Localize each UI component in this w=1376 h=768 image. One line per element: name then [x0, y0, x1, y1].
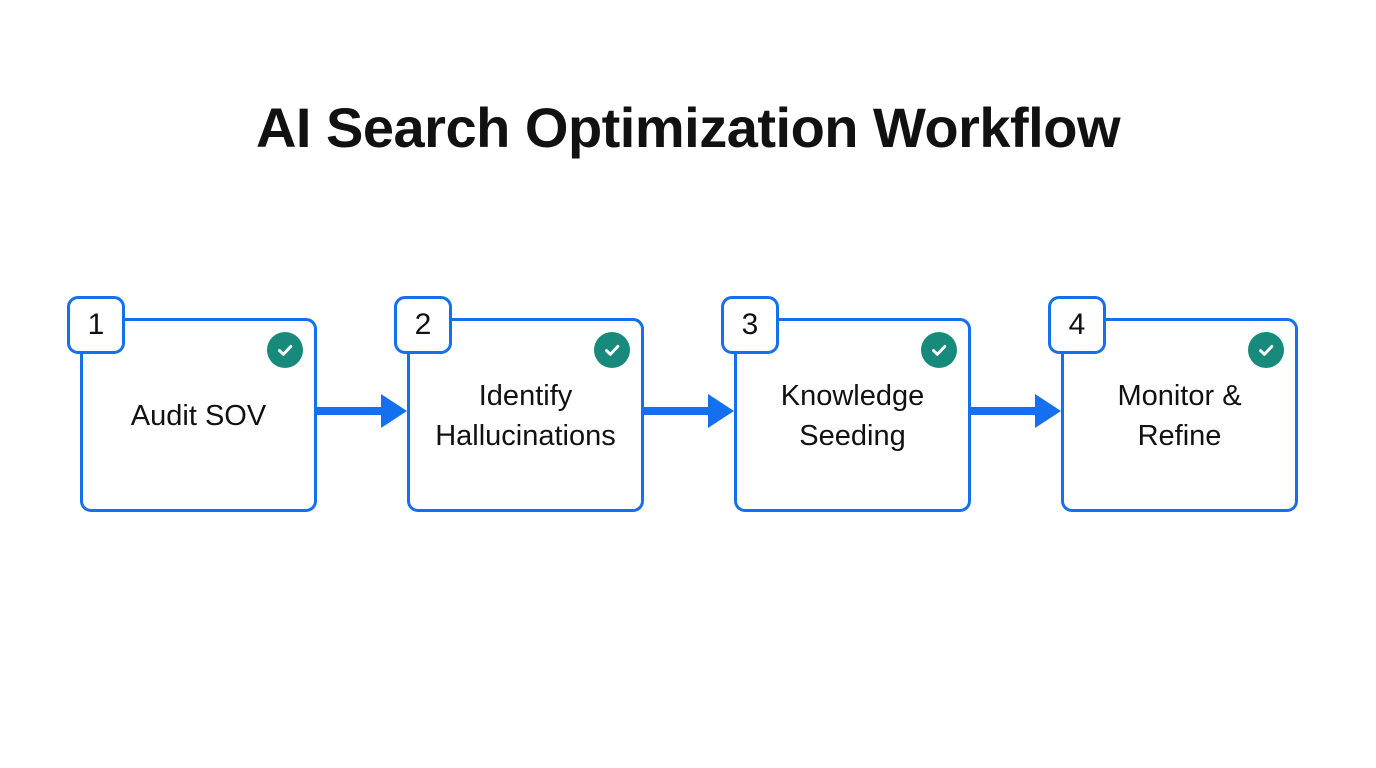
step-number: 2: [414, 308, 432, 341]
arrow-shaft: [644, 407, 708, 415]
arrow-head: [1035, 394, 1061, 428]
step-card-3: 3 Knowledge Seeding: [721, 296, 971, 512]
step-label: Monitor & Refine: [1117, 379, 1242, 452]
step-number-badge: 1: [67, 296, 125, 354]
check-icon: [921, 332, 957, 368]
arrow-shaft: [317, 407, 381, 415]
step-card-4: 4 Monitor & Refine: [1048, 296, 1298, 512]
step-label: Audit SOV: [130, 399, 267, 432]
arrow-head: [381, 394, 407, 428]
check-icon: [267, 332, 303, 368]
step-number-badge: 3: [721, 296, 779, 354]
arrow-right-icon: [971, 314, 1061, 508]
workflow-steps: 1 Audit SOV 2 Identify Hallucinations: [67, 296, 1298, 512]
arrow-head: [708, 394, 734, 428]
step-number: 4: [1068, 308, 1086, 341]
step-label: Identify Hallucinations: [435, 379, 616, 452]
step-card-1: 1 Audit SOV: [67, 296, 317, 512]
step-number: 3: [741, 308, 759, 341]
arrow-right-icon: [317, 314, 407, 508]
check-icon: [594, 332, 630, 368]
arrow-right-icon: [644, 314, 734, 508]
step-number-badge: 2: [394, 296, 452, 354]
step-card-2: 2 Identify Hallucinations: [394, 296, 644, 512]
diagram-title: AI Search Optimization Workflow: [255, 96, 1121, 159]
step-label: Knowledge Seeding: [780, 379, 925, 452]
arrow-shaft: [971, 407, 1035, 415]
step-number-badge: 4: [1048, 296, 1106, 354]
step-number: 1: [87, 308, 105, 341]
check-icon: [1248, 332, 1284, 368]
